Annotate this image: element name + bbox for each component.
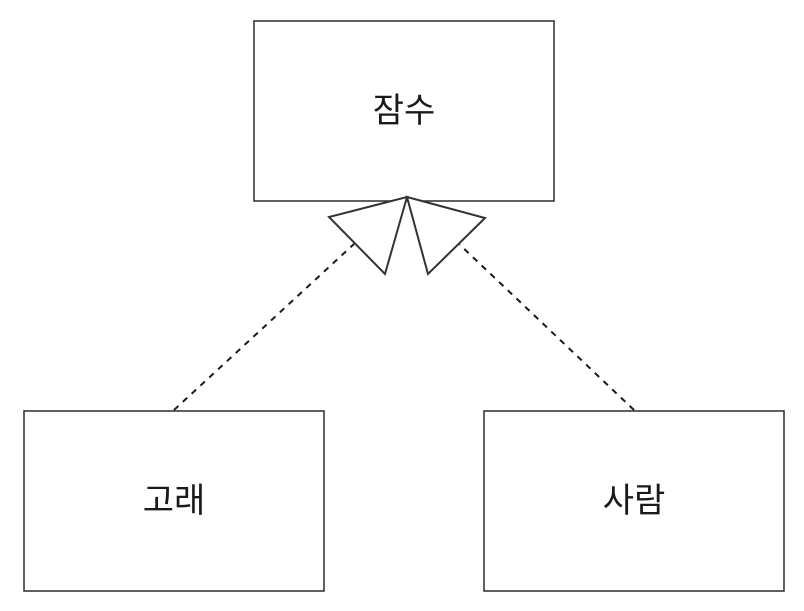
node-diving-box xyxy=(253,20,555,202)
node-whale[interactable]: 고래 xyxy=(23,410,325,592)
edge-person-to-diving xyxy=(458,243,635,411)
arrowhead-from-person xyxy=(405,195,487,276)
arrowhead-from-whale xyxy=(327,195,409,276)
node-diving-label: 잠수 xyxy=(373,91,436,131)
node-person-label: 사람 xyxy=(603,481,666,521)
node-person[interactable]: 사람 xyxy=(483,410,785,592)
node-whale-label: 고래 xyxy=(143,481,206,521)
edge-whale-to-diving xyxy=(173,243,355,411)
node-person-box xyxy=(483,410,785,592)
node-whale-box xyxy=(23,410,325,592)
node-diving[interactable]: 잠수 xyxy=(253,20,555,202)
